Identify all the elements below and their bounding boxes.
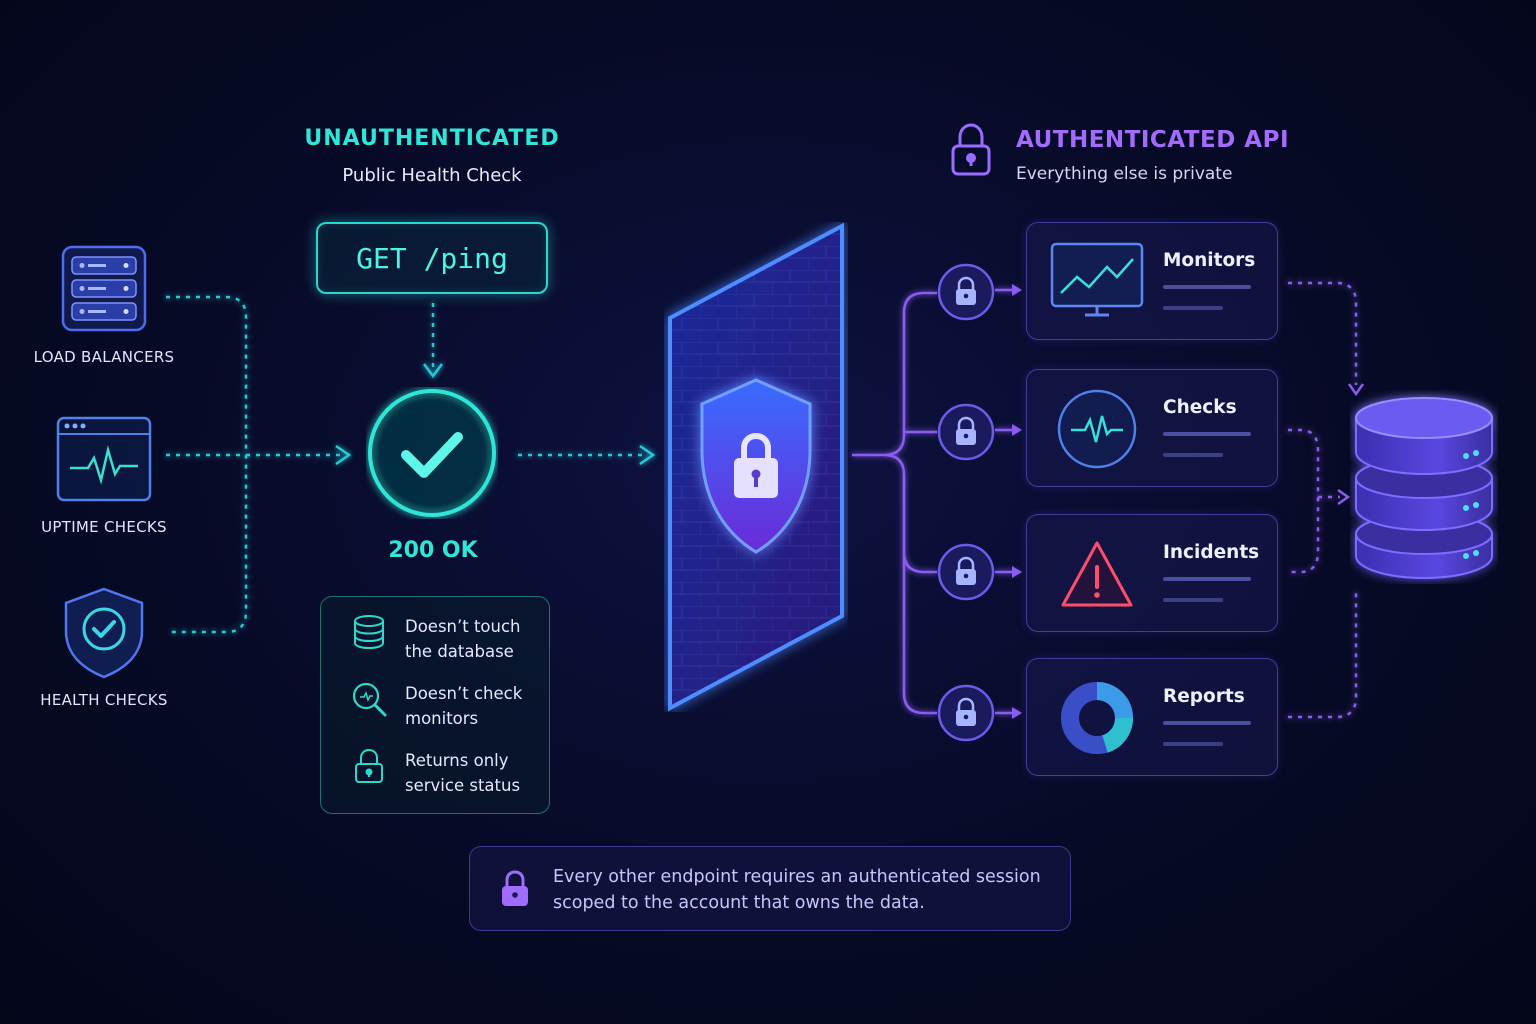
database-stack-icon xyxy=(1350,390,1498,584)
lock-icon xyxy=(351,748,387,784)
lock-badge-icon xyxy=(937,684,995,742)
heartbeat-icon xyxy=(1049,388,1145,470)
resource-card-checks: Checks xyxy=(1026,369,1278,487)
lock-icon xyxy=(948,122,994,178)
status-response: 200 OK xyxy=(388,538,478,563)
warning-triangle-icon xyxy=(1049,533,1145,615)
server-stack-icon xyxy=(54,242,154,342)
donut-chart-icon xyxy=(1049,677,1145,759)
lock-badge-icon xyxy=(937,403,995,461)
private-section-title: AUTHENTICATED API xyxy=(1016,127,1290,153)
lock-icon xyxy=(498,869,532,909)
public-section-subtitle: Public Health Check xyxy=(342,165,522,186)
fact-item: Doesn’t check monitors xyxy=(351,681,541,731)
fact-item: Returns only service status xyxy=(351,748,541,798)
source-health-checks: HEALTH CHECKS xyxy=(14,585,194,709)
source-uptime-checks: UPTIME CHECKS xyxy=(14,412,194,536)
private-section-subtitle: Everything else is private xyxy=(1016,164,1233,184)
fact-item: Doesn’t touch the database xyxy=(351,614,541,664)
magnifier-icon xyxy=(351,681,387,717)
source-load-balancers: LOAD BALANCERS xyxy=(14,242,194,366)
shield-check-icon xyxy=(54,585,154,685)
source-label: UPTIME CHECKS xyxy=(41,518,167,536)
resource-card-monitors: Monitors xyxy=(1026,222,1278,340)
auth-requirement-note: Every other endpoint requires an authent… xyxy=(469,846,1071,931)
resource-card-incidents: Incidents xyxy=(1026,514,1278,632)
database-icon xyxy=(351,614,387,650)
check-circle-icon xyxy=(366,387,498,519)
pulse-window-icon xyxy=(54,412,154,512)
resource-card-reports: Reports xyxy=(1026,658,1278,776)
public-facts-box: Doesn’t touch the database Doesn’t check… xyxy=(320,596,550,814)
security-gateway-wall xyxy=(664,222,848,712)
lock-badge-icon xyxy=(937,263,995,321)
source-label: LOAD BALANCERS xyxy=(33,348,175,366)
public-section-title: UNAUTHENTICATED xyxy=(304,126,560,151)
lock-badge-icon xyxy=(937,543,995,601)
ping-endpoint: GET /ping xyxy=(316,222,548,294)
monitor-chart-icon xyxy=(1049,241,1145,323)
source-label: HEALTH CHECKS xyxy=(40,691,168,709)
